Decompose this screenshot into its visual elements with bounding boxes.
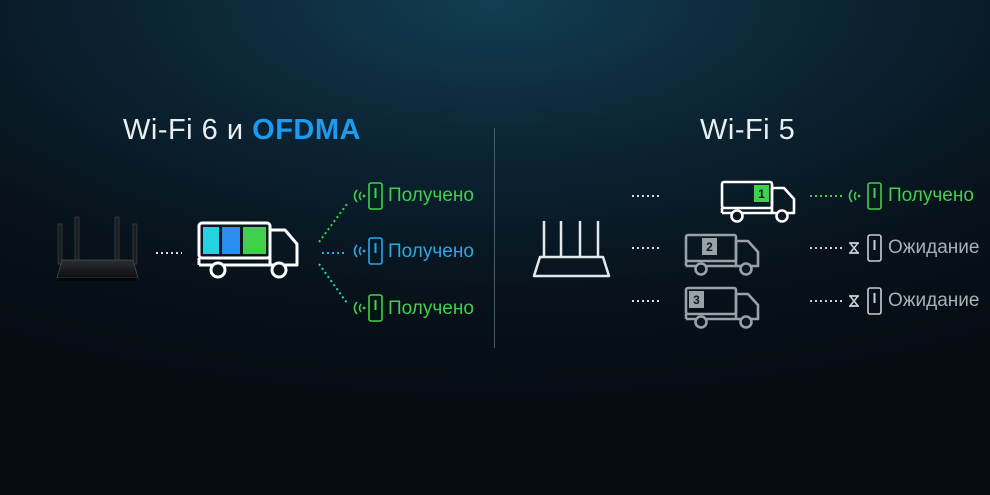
wifi5-device-2-status: Ожидание	[888, 237, 980, 258]
wifi6-router-icon	[56, 216, 139, 281]
hourglass-icon	[849, 295, 859, 307]
wifi6-truck-icon	[197, 221, 299, 267]
wifi6-title: Wi-Fi 6 и OFDMA	[123, 114, 361, 147]
wifi5-truck-1-icon	[720, 180, 796, 223]
wifi6-device-1-status: Получено	[388, 185, 474, 206]
packet-2-block	[702, 238, 717, 255]
wifi6-device-3	[353, 294, 383, 322]
hourglass-icon	[849, 242, 859, 254]
packet-2-label: 2	[706, 240, 713, 254]
wifi5-device-1-status: Получено	[888, 185, 974, 206]
packet-3-label: 3	[693, 293, 700, 307]
cargo-block-blue	[222, 227, 240, 254]
wifi6-title-prefix: Wi-Fi 6 и	[123, 114, 244, 146]
wifi5-router-icon	[532, 221, 611, 278]
wifi5-title: Wi-Fi 5	[700, 114, 796, 146]
wifi5-truck-3-icon	[684, 286, 760, 329]
wifi5-device-3-status: Ожидание	[888, 290, 980, 311]
wifi5-device-2	[849, 234, 882, 262]
cargo-block-green	[243, 227, 266, 254]
packet-3-block	[689, 291, 704, 308]
wifi6-truck-wheels	[209, 261, 288, 279]
packet-1-label: 1	[758, 187, 765, 201]
wifi6-device-2	[353, 237, 383, 265]
wifi6-device-3-status: Получено	[388, 298, 474, 319]
cargo-block-cyan	[203, 227, 219, 254]
panel-divider	[494, 128, 495, 348]
wifi6-device-2-status: Получено	[388, 241, 474, 262]
wifi5-device-1	[848, 182, 882, 210]
wifi5-truck-2-icon	[684, 233, 760, 276]
wifi6-title-accent: OFDMA	[252, 114, 361, 146]
packet-1-block	[754, 185, 769, 202]
wifi6-device-1	[353, 182, 383, 210]
wifi5-device-3	[849, 287, 882, 315]
